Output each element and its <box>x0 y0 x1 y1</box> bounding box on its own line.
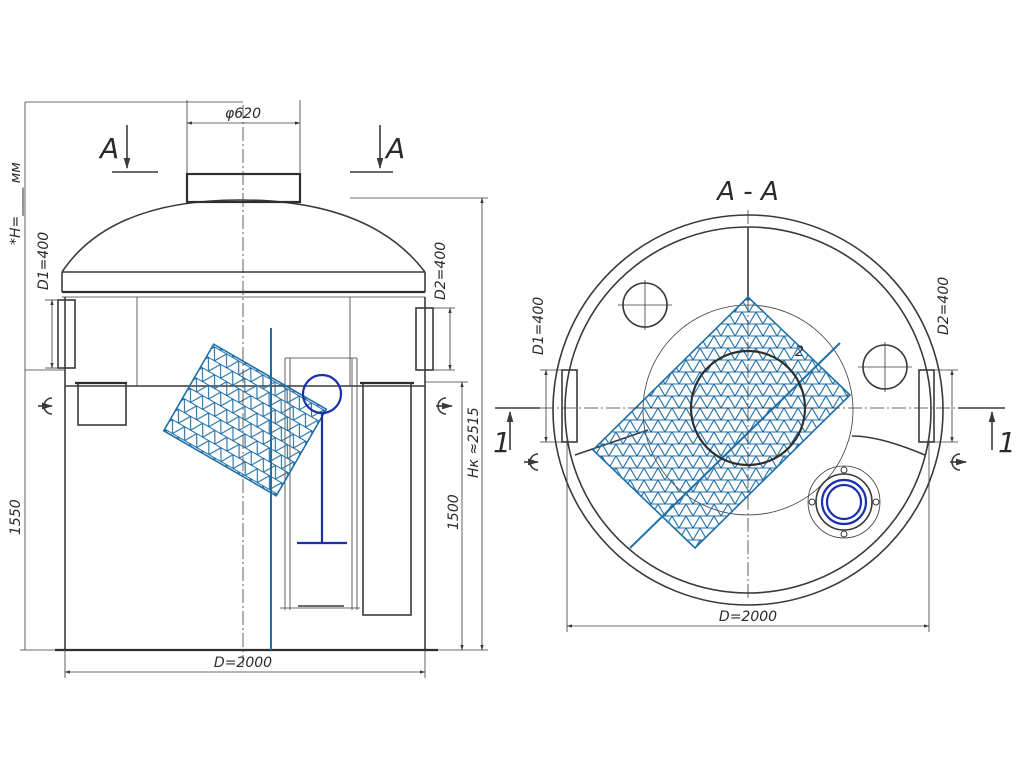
elevation-view: φ620 A A *H=____ мм 1550 D1=400 D2=400 H… <box>8 100 488 678</box>
filter-cartridge <box>362 382 412 616</box>
partition-right-arc <box>851 435 926 456</box>
section-label-right: A <box>384 132 405 165</box>
h1500-label: 1500 <box>446 494 462 530</box>
manhole-neck <box>185 172 302 204</box>
section-mesh-band <box>591 295 852 550</box>
bolt-right <box>872 498 880 506</box>
ref2-label: 2 <box>795 344 804 360</box>
d1-left-label: D1=400 <box>36 232 52 290</box>
phi620-label: φ620 <box>225 106 261 122</box>
d1-right-label: D1=400 <box>531 297 547 355</box>
aerator-pipe-inner <box>825 483 863 521</box>
bolt-bottom <box>840 530 848 538</box>
flow-in-arrow-icon <box>38 397 54 415</box>
section-view: A - A 2 <box>493 177 1016 632</box>
h1550-label: 1550 <box>8 499 24 535</box>
aerator-flange <box>807 465 881 539</box>
aerator-pipe <box>820 478 868 526</box>
d-left-label: D=2000 <box>214 655 272 671</box>
view1-right-label: 1 <box>998 426 1016 459</box>
section-outlet-d2 <box>918 369 935 443</box>
inlet-box <box>77 382 127 426</box>
h-var-label: *H=____ мм <box>8 162 24 245</box>
section-label-left: A <box>98 132 119 165</box>
aerator-ring-outer <box>815 473 873 531</box>
flow-out-arrow-icon <box>436 397 454 415</box>
flow-out-arrow-icon <box>950 453 968 471</box>
view1-left-label: 1 <box>493 426 511 459</box>
section-title: A - A <box>715 177 778 207</box>
hk-label: Hк ≈2515 <box>466 407 482 478</box>
d2-left-label: D2=400 <box>433 242 449 300</box>
dome-outline <box>61 199 426 273</box>
bolt-left <box>808 498 816 506</box>
d2-right-label: D2=400 <box>936 277 952 335</box>
tilted-mesh-block <box>162 343 328 497</box>
section-baffle-line <box>629 342 841 549</box>
flow-in-arrow-icon <box>524 453 540 471</box>
inlet-pipe-d1 <box>57 299 76 369</box>
d-right-label: D=2000 <box>719 609 777 625</box>
bolt-top <box>840 466 848 474</box>
section-inlet-d1 <box>561 369 578 443</box>
outlet-pipe-d2 <box>415 307 434 371</box>
